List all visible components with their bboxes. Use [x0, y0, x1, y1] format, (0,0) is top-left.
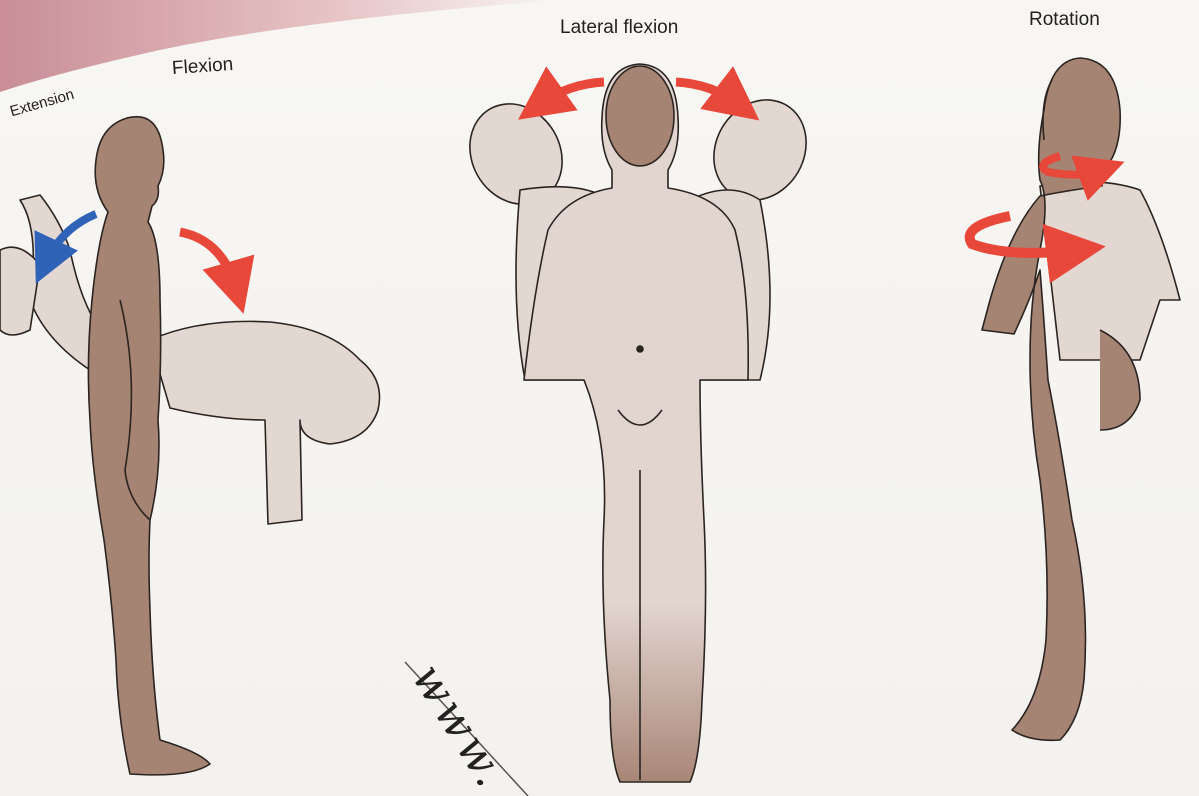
lateral-left-arrow: [540, 82, 604, 104]
pink-banner: [0, 0, 560, 92]
flexion-ghost-body: [150, 321, 380, 524]
flexion-extension-figure: [0, 117, 380, 775]
rotation-label: Rotation: [1029, 9, 1100, 31]
lateral-flexion-figure: [452, 64, 824, 782]
rotation-figure: [982, 58, 1180, 740]
rotation-ghost-torso: [1040, 182, 1180, 360]
lateral-flexion-label: Lateral flexion: [560, 17, 678, 39]
flexion-label: Flexion: [171, 54, 234, 80]
lateral-right-arrow: [676, 82, 738, 104]
upright-body-side: [88, 117, 210, 775]
flexion-arrow: [180, 232, 236, 288]
